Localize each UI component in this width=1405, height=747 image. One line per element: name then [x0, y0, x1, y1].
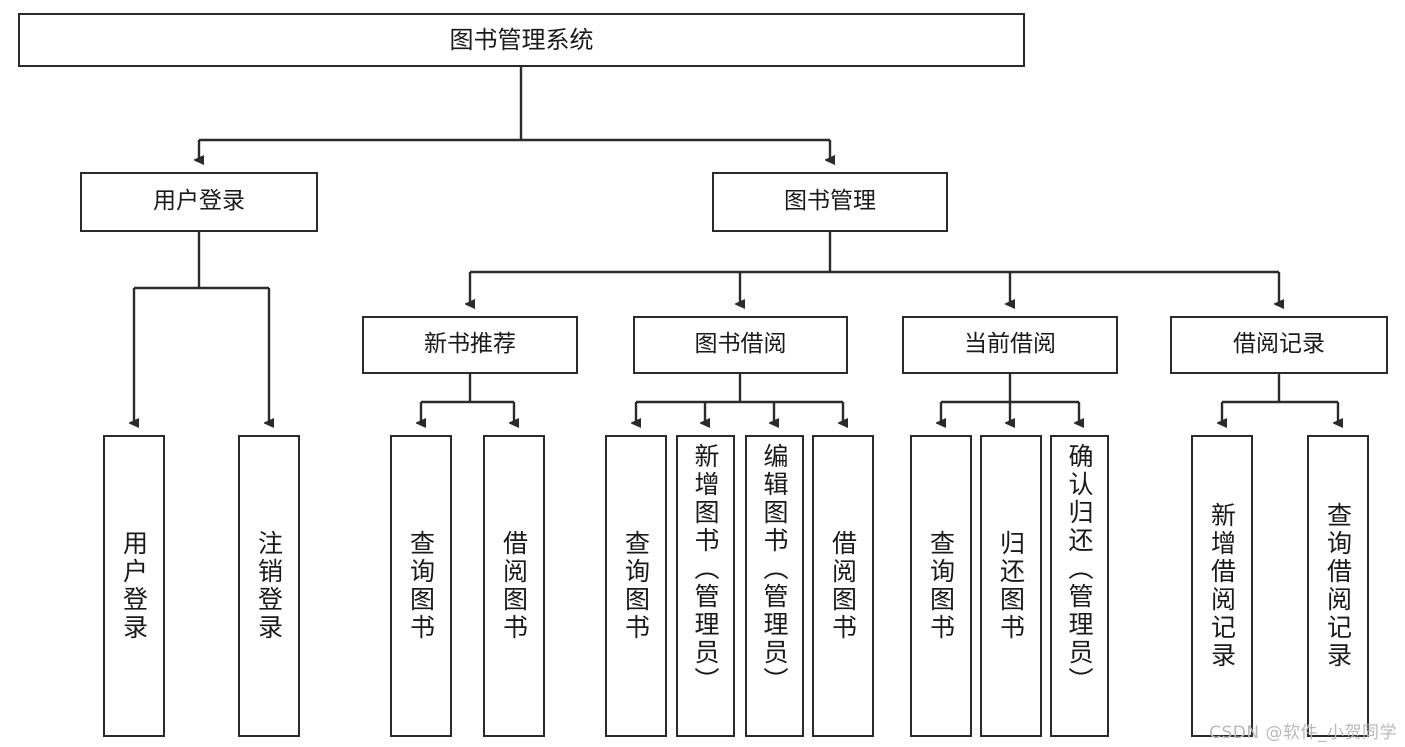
csdn-watermark: CSDN @软件_小贺同学	[1209, 723, 1397, 743]
node-leaf-return-book-label: 归还图书	[996, 530, 1026, 642]
node-leaf-confirm-return[interactable]: 确认归还（管理员）	[1050, 435, 1109, 737]
node-borrow-record-label: 借阅记录	[1233, 331, 1325, 358]
node-leaf-query-book-1[interactable]: 查询图书	[390, 435, 452, 737]
node-leaf-confirm-return-label: 确认归还（管理员）	[1065, 443, 1094, 695]
node-user-login-label: 用户登录	[153, 188, 245, 215]
node-root-label: 图书管理系统	[449, 25, 594, 54]
node-leaf-edit-book-label: 编辑图书（管理员）	[760, 443, 789, 695]
node-leaf-query-book-3-label: 查询图书	[926, 530, 956, 642]
node-leaf-query-record[interactable]: 查询借阅记录	[1307, 435, 1369, 737]
node-leaf-query-book-3[interactable]: 查询图书	[910, 435, 972, 737]
node-root[interactable]: 图书管理系统	[18, 13, 1025, 67]
node-leaf-query-record-label: 查询借阅记录	[1323, 502, 1353, 670]
node-leaf-edit-book[interactable]: 编辑图书（管理员）	[745, 435, 804, 737]
node-leaf-return-book[interactable]: 归还图书	[980, 435, 1042, 737]
node-user-login[interactable]: 用户登录	[80, 172, 318, 232]
node-leaf-borrow-book-1-label: 借阅图书	[499, 530, 529, 642]
node-leaf-borrow-book-1[interactable]: 借阅图书	[483, 435, 545, 737]
node-leaf-user-login-label: 用户登录	[119, 530, 149, 642]
node-book-manage-label: 图书管理	[784, 188, 876, 215]
node-current-borrow[interactable]: 当前借阅	[902, 316, 1118, 374]
node-book-manage[interactable]: 图书管理	[712, 172, 948, 232]
node-leaf-user-login[interactable]: 用户登录	[103, 435, 165, 737]
node-leaf-add-book-label: 新增图书（管理员）	[691, 443, 720, 695]
node-borrow-record[interactable]: 借阅记录	[1170, 316, 1388, 374]
node-leaf-borrow-book-2-label: 借阅图书	[828, 530, 858, 642]
node-book-borrow-label: 图书借阅	[694, 331, 787, 358]
node-new-book-recommend[interactable]: 新书推荐	[362, 316, 578, 374]
node-leaf-add-record-label: 新增借阅记录	[1207, 502, 1237, 670]
node-leaf-user-logout[interactable]: 注销登录	[238, 435, 300, 737]
node-leaf-query-book-2-label: 查询图书	[621, 530, 651, 642]
node-leaf-query-book-2[interactable]: 查询图书	[605, 435, 667, 737]
node-book-borrow[interactable]: 图书借阅	[633, 316, 848, 374]
node-current-borrow-label: 当前借阅	[964, 331, 1056, 358]
node-leaf-add-book[interactable]: 新增图书（管理员）	[676, 435, 735, 737]
node-leaf-add-record[interactable]: 新增借阅记录	[1191, 435, 1253, 737]
node-leaf-borrow-book-2[interactable]: 借阅图书	[812, 435, 874, 737]
node-leaf-user-logout-label: 注销登录	[254, 530, 284, 642]
node-new-book-recommend-label: 新书推荐	[424, 331, 516, 358]
node-leaf-query-book-1-label: 查询图书	[406, 530, 436, 642]
